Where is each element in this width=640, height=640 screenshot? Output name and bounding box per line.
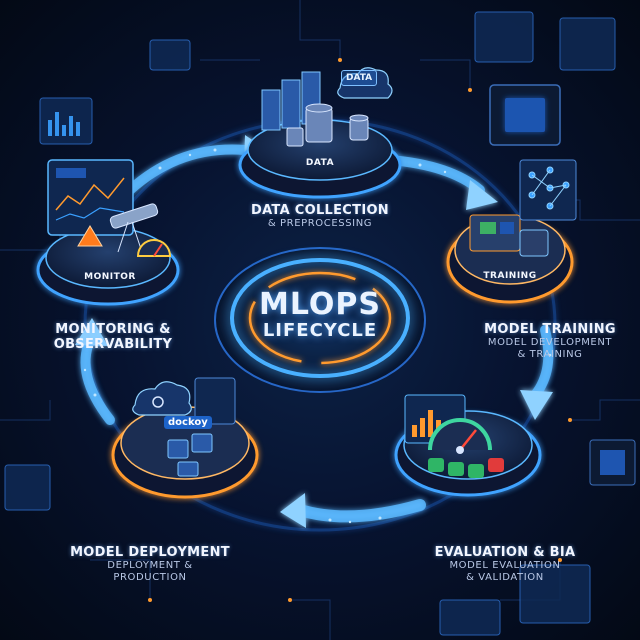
deployment-platform <box>111 377 259 499</box>
monitoring-title-2: OBSERVABILITY <box>53 337 173 352</box>
data-collection-label: DATA COLLECTION & PREPROCESSING <box>220 203 420 230</box>
monitoring-label: MONITORING & OBSERVABILITY <box>48 322 178 352</box>
model-deployment-title: MODEL DEPLOYMENT <box>70 545 230 560</box>
model-training-title: MODEL TRAINING <box>484 322 616 337</box>
training-platform <box>446 159 577 304</box>
monitoring-platform <box>36 159 180 306</box>
container-box-icon <box>167 433 213 477</box>
data-node-label: DATA <box>305 158 335 168</box>
training-node-label: TRAINING <box>483 271 537 281</box>
model-deployment-label: MODEL DEPLOYMENT DEPLOYMENT & PRODUCTION <box>55 545 245 584</box>
monitor-node-label: MONITOR <box>84 272 136 282</box>
neural-network-icon <box>519 159 577 221</box>
center-title-line1: MLOPS <box>259 287 381 322</box>
model-training-label: MODEL TRAINING MODEL DEVELOPMENT & TRAIN… <box>470 322 630 361</box>
dashboard-screen-icon <box>47 159 134 236</box>
model-deployment-subtitle-1: DEPLOYMENT & <box>107 560 193 571</box>
model-training-subtitle-2: & TRAINING <box>517 349 583 360</box>
evaluation-platform <box>394 394 542 497</box>
warning-icon <box>77 225 103 247</box>
docker-label: dockoy <box>164 416 212 429</box>
cloud-data-icon <box>337 67 393 99</box>
data-collection-platform <box>238 67 402 199</box>
arrow-particles <box>83 148 552 524</box>
data-collection-title: DATA COLLECTION <box>250 203 389 218</box>
evaluation-subtitle-2: & VALIDATION <box>466 572 544 583</box>
server-rack-icon <box>261 71 321 131</box>
center-title: MLOPS LIFECYCLE <box>240 290 400 342</box>
code-panel <box>194 377 236 425</box>
database-icon <box>286 103 369 147</box>
model-training-subtitle-1: MODEL DEVELOPMENT <box>487 337 613 348</box>
floating-panels <box>4 11 616 636</box>
center-hub <box>214 247 426 393</box>
evaluation-label: EVALUATION & BIA MODEL EVALUATION & VALI… <box>410 545 600 584</box>
center-title-line2: LIFECYCLE <box>262 320 378 341</box>
gauge-icon <box>136 239 172 257</box>
gauge-meter-icon <box>428 418 492 454</box>
data-cloud-badge: DATA <box>341 70 378 86</box>
monitoring-title-1: MONITORING & <box>55 322 171 337</box>
cloud-gear-icon <box>132 381 192 416</box>
evaluation-subtitle-1: MODEL EVALUATION <box>449 560 561 571</box>
data-collection-subtitle: & PREPROCESSING <box>267 218 373 229</box>
checkmark-icon <box>428 458 504 478</box>
chip-icon-right <box>589 439 636 486</box>
panel-bars <box>48 112 80 136</box>
model-deployment-subtitle-2: PRODUCTION <box>113 572 187 583</box>
chip-icon <box>489 84 561 146</box>
evaluation-title: EVALUATION & BIA <box>434 545 576 560</box>
